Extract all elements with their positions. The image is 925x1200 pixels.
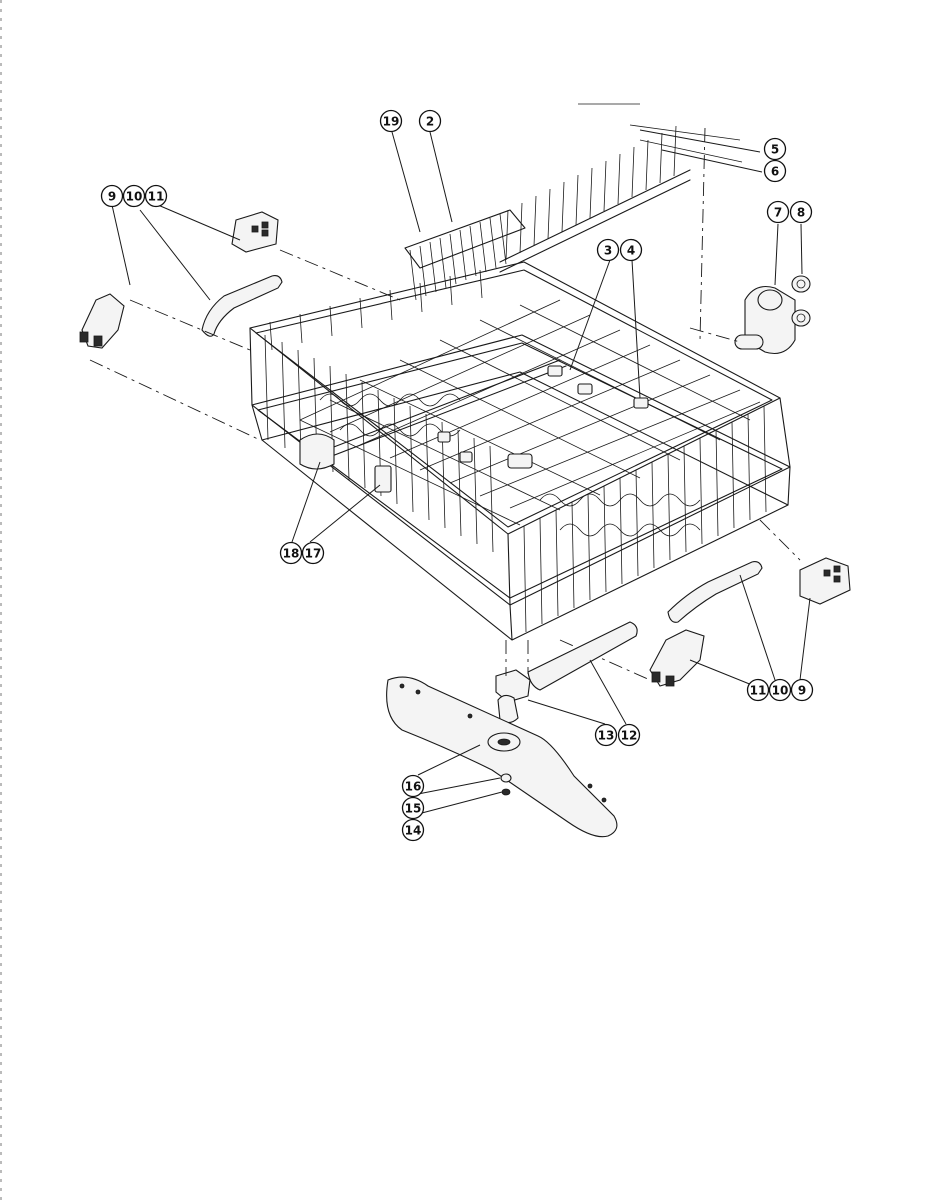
callout-number: 5 <box>771 143 779 157</box>
callout-11: 11 <box>144 184 168 208</box>
callout-3: 3 <box>596 238 620 262</box>
callout-9: 9 <box>790 678 814 702</box>
callout-circle <box>617 723 641 747</box>
callout-circle <box>766 200 790 224</box>
callout-number: 10 <box>772 684 789 698</box>
callout-number: 14 <box>405 824 422 838</box>
leader-lines <box>111 129 811 815</box>
callout-number: 16 <box>405 780 422 794</box>
callout-2: 2 <box>418 109 442 133</box>
callout-6: 6 <box>763 159 787 183</box>
callout-4: 4 <box>619 238 643 262</box>
callout-circle <box>379 109 403 133</box>
callout-number: 9 <box>108 190 116 204</box>
callout-18: 18 <box>279 541 303 565</box>
callout-11: 11 <box>746 678 770 702</box>
callout-number: 18 <box>283 547 300 561</box>
callout-circle <box>401 796 425 820</box>
callout-circle <box>763 137 787 161</box>
callout-5: 5 <box>763 137 787 161</box>
roller-assembly <box>689 275 811 355</box>
right-adjuster-parts <box>559 519 851 687</box>
callout-8: 8 <box>789 200 813 224</box>
rack-basket <box>249 209 791 641</box>
callout-number: 6 <box>771 165 779 179</box>
spray-arm-assembly <box>386 621 638 838</box>
callout-number: 2 <box>426 115 434 129</box>
callout-circle <box>418 109 442 133</box>
callout-13: 13 <box>594 723 618 747</box>
callout-circle <box>401 818 425 842</box>
callout-circle <box>790 678 814 702</box>
callout-circle <box>619 238 643 262</box>
left-adjuster-parts <box>79 211 401 441</box>
callout-circle <box>763 159 787 183</box>
callout-number: 4 <box>627 244 635 258</box>
callout-10: 10 <box>122 184 146 208</box>
callout-number: 10 <box>126 190 143 204</box>
callout-circle <box>768 678 792 702</box>
callout-number: 12 <box>621 729 638 743</box>
callout-14: 14 <box>401 818 425 842</box>
callout-7: 7 <box>766 200 790 224</box>
callout-number: 9 <box>798 684 806 698</box>
callout-number: 13 <box>598 729 615 743</box>
callout-labels: 19 2 5 6 9 10 11 7 8 3 4 18 17 11 10 9 13 12 16 15 14 <box>100 109 814 842</box>
callout-circle <box>100 184 124 208</box>
callout-circle <box>789 200 813 224</box>
callout-circle <box>144 184 168 208</box>
scan-edge-dots <box>0 0 2 1200</box>
callout-number: 15 <box>405 802 422 816</box>
callout-circle <box>746 678 770 702</box>
callout-number: 3 <box>604 244 612 258</box>
tall-tine-rack <box>499 124 743 341</box>
callout-circle <box>401 774 425 798</box>
callout-circle <box>301 541 325 565</box>
callout-12: 12 <box>617 723 641 747</box>
callout-circle <box>279 541 303 565</box>
callout-9: 9 <box>100 184 124 208</box>
callout-number: 8 <box>797 206 805 220</box>
callout-circle <box>122 184 146 208</box>
callout-number: 11 <box>750 684 767 698</box>
callout-number: 11 <box>148 190 165 204</box>
callout-number: 19 <box>383 115 400 129</box>
callout-circle <box>594 723 618 747</box>
callout-number: 17 <box>305 547 322 561</box>
callout-circle <box>596 238 620 262</box>
callout-number: 7 <box>774 206 782 220</box>
callout-16: 16 <box>401 774 425 798</box>
callout-19: 19 <box>379 109 403 133</box>
callout-10: 10 <box>768 678 792 702</box>
callout-17: 17 <box>301 541 325 565</box>
callout-15: 15 <box>401 796 425 820</box>
